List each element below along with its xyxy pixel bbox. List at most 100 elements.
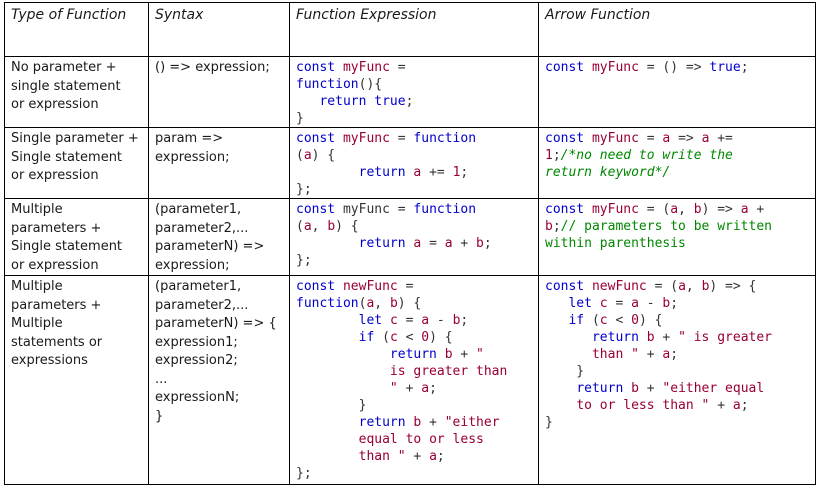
code-token: to or less than " [576,398,718,413]
function-expression-code: const myFunc =function(){ return true;} [289,56,539,128]
code-token: += [717,131,733,146]
syntax-line: expression; [155,257,230,273]
code-token: ( [591,313,600,328]
code-token: = [429,236,445,251]
code-token: , [685,279,702,294]
code-token: ; [460,313,469,328]
table-row: No parameter + single statement or expre… [4,56,816,128]
code-token: < [405,330,422,345]
code-token [545,313,568,328]
code-token [296,449,359,464]
code-token: than " [358,449,414,464]
code-token [545,398,576,413]
code-token: ; [483,236,492,251]
code-token: a [662,131,679,146]
code-token: => [678,131,702,146]
code-token: ( [358,296,367,311]
code-token: , [311,219,328,234]
syntax-line: expression2; [155,353,238,368]
code-token [545,330,592,345]
code-token: ; [670,347,679,362]
code-token: = [646,131,663,146]
code-token: true [709,60,741,75]
syntax-cell: () => expression; [148,56,290,128]
code-token: a [732,398,741,413]
code-token: than " [591,347,647,362]
code-line: " + a; [296,380,532,397]
code-line: than " + a; [296,448,532,465]
type-line: single statement [11,78,121,94]
code-token: return true [319,94,406,109]
code-token: is greater than [389,364,508,379]
code-token: } [545,364,585,379]
code-token: myFunc [591,60,647,75]
header-row: Type of Function Syntax Function Express… [4,2,816,57]
type-line: or expression [11,97,99,112]
code-token: - [436,313,453,328]
code-token: return [591,330,647,345]
code-line: b;// parameters to be written [545,218,809,235]
code-token: return keyword*/ [545,165,671,180]
code-token: (){ [358,77,383,92]
code-token: let [568,296,600,311]
code-line: } [296,110,532,127]
code-token: }; [296,253,312,268]
code-token: ) { [335,219,359,234]
code-token: // parameters to be written [560,219,772,234]
code-token: const [296,202,343,217]
code-token: c [389,313,406,328]
code-token: function [413,131,477,146]
code-token: + [646,347,663,362]
code-line: return b + "either equal [545,380,809,397]
code-line: if (c < 0) { [545,312,809,329]
code-token: const [545,202,592,217]
code-token: ; [740,60,749,75]
code-token: const [545,60,592,75]
type-cell: Multiple parameters + Single statement o… [4,198,149,276]
code-token: += [429,165,453,180]
code-line: }; [296,252,532,269]
syntax-line: param => [155,131,224,146]
code-line: return a += 1; [296,164,532,181]
code-line: return b + " [296,346,532,363]
code-token: a [701,131,718,146]
code-token: function [296,77,359,92]
code-line: than " + a; [545,346,809,363]
code-token: ) { [397,296,422,311]
code-token: + [756,202,765,217]
code-line: } [545,414,809,431]
arrow-function-code: const myFunc = () => true; [538,56,816,128]
code-token: a [444,236,461,251]
type-line: Single statement [11,149,123,165]
code-token: ; [405,94,414,109]
code-token: ( [296,148,304,163]
code-token: a [303,219,312,234]
code-token: = [397,131,414,146]
code-line: const myFunc = function [296,130,532,147]
code-token: myFunc [591,202,647,217]
code-token: a [303,148,312,163]
syntax-line: () => expression; [155,60,270,75]
code-token: equal to or less [358,432,484,447]
code-token: - [646,296,663,311]
type-cell: Single parameter + Single statement or e… [4,127,149,199]
code-line: let c = a - b; [296,312,532,329]
syntax-line: expressionN; [155,390,240,405]
code-token: const [545,279,592,294]
code-token: "either [444,415,500,430]
type-line: Single statement [11,239,123,254]
code-token: if [568,313,592,328]
code-line: const myFunc = () => true; [545,59,809,76]
code-token: < [615,313,632,328]
code-token: b [545,219,553,234]
code-token: myFunc [342,60,398,75]
syntax-line: ... [155,371,168,387]
code-token [296,330,359,345]
code-token: newFunc [342,279,406,294]
code-token [296,432,359,447]
code-token: ( [296,219,304,234]
code-line: return true; [296,93,532,110]
code-token [296,94,319,109]
code-token: " [476,347,484,362]
type-cell: No parameter + single statement or expre… [4,56,149,128]
